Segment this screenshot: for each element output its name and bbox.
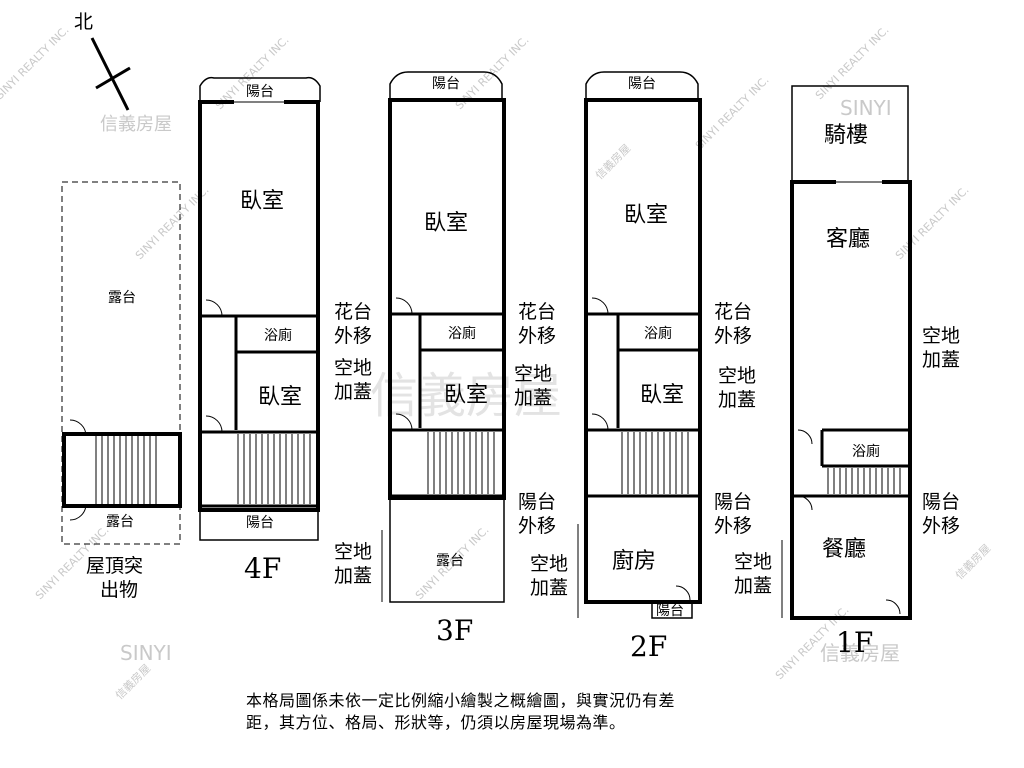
3f-note-planter-1: 花台	[518, 301, 556, 323]
4f-bedroom-small: 臥室	[258, 385, 302, 410]
3f-note-addition-2: 加蓋	[514, 387, 552, 409]
4f-balcony-top: 陽台	[246, 84, 274, 100]
3f-note-left-1: 空地	[334, 541, 372, 563]
3f-bathroom: 浴廁	[448, 325, 476, 342]
4f-balcony-bottom: 陽台	[246, 515, 274, 531]
3f-terrace: 露台	[436, 553, 464, 569]
4f-note-planter-1: 花台	[334, 301, 372, 323]
watermark-text: 信義房屋	[820, 641, 900, 665]
3f-note-balcony-2: 外移	[518, 515, 556, 537]
floor-1f: 騎樓 客廳 浴廁 餐廳 1F 空地 加蓋 陽台 外移 空地 加蓋	[734, 85, 960, 659]
4f-note-addition-2: 加蓋	[334, 381, 372, 403]
1f-note-balcony-2: 外移	[922, 515, 960, 537]
watermark-text: SINYI REALTY INC.	[0, 23, 72, 102]
4f-bathroom: 浴廁	[264, 327, 292, 344]
2f-note-planter-2: 外移	[714, 325, 752, 347]
3f-note-left-2: 加蓋	[334, 565, 372, 587]
roof-caption-line1: 屋頂突	[86, 555, 143, 577]
1f-bathroom: 浴廁	[852, 443, 880, 460]
1f-living-room: 客廳	[826, 227, 870, 252]
1f-arcade: 騎樓	[824, 123, 868, 148]
3f-note-planter-2: 外移	[518, 325, 556, 347]
watermark-text: 信義房屋	[100, 114, 172, 135]
2f-bedroom-small: 臥室	[640, 383, 684, 408]
2f-note-addition-1: 空地	[718, 365, 756, 387]
1f-note-addition-1: 空地	[922, 325, 960, 347]
floor-2f: 陽台 臥室 浴廁 臥室 廚房 陽台 2F 花台 外移 空地 加蓋 陽台 外移	[530, 71, 756, 663]
1f-note-left-1: 空地	[734, 551, 772, 573]
4f-floor-label: 4F	[244, 552, 281, 585]
watermark-text: SINYI REALTY INC.	[693, 73, 772, 152]
north-label: 北	[74, 11, 93, 33]
north-compass: 北	[74, 11, 131, 111]
2f-floor-label: 2F	[630, 630, 667, 663]
4f-note-addition-1: 空地	[334, 357, 372, 379]
2f-kitchen: 廚房	[612, 549, 656, 574]
2f-note-balcony-2: 外移	[714, 515, 752, 537]
2f-balcony-top: 陽台	[628, 76, 656, 92]
floor-3f: 陽台 臥室 浴廁 臥室 露台 3F 花台 外移 空地 加蓋 陽台 外移 空地 加…	[334, 71, 556, 647]
3f-bedroom-large: 臥室	[424, 211, 468, 236]
4f-note-planter-2: 外移	[334, 325, 372, 347]
1f-floor-label: 1F	[836, 626, 873, 659]
2f-note-balcony-1: 陽台	[714, 491, 752, 513]
1f-note-addition-2: 加蓋	[922, 349, 960, 371]
disclaimer-text: 本格局圖係未依一定比例縮小繪製之概繪圖，與實況仍有差距，其方位、格局、形狀等，仍…	[246, 691, 676, 732]
watermark-text: 信義房屋	[112, 661, 153, 702]
2f-note-planter-1: 花台	[714, 301, 752, 323]
2f-note-addition-2: 加蓋	[718, 389, 756, 411]
roof-terrace-top: 露台	[108, 290, 136, 306]
1f-note-balcony-1: 陽台	[922, 491, 960, 513]
3f-bedroom-small: 臥室	[444, 383, 488, 408]
3f-balcony-top: 陽台	[432, 76, 460, 92]
watermark-text: SINYI	[120, 641, 172, 665]
3f-note-balcony-1: 陽台	[518, 491, 556, 513]
2f-note-left-1: 空地	[530, 553, 568, 575]
watermark-text: 信義房屋	[952, 541, 993, 582]
1f-note-left-2: 加蓋	[734, 575, 772, 597]
watermark-text: 信義房屋	[592, 141, 633, 182]
3f-floor-label: 3F	[436, 614, 473, 647]
roof-structure: 露台 露台 屋頂突 出物	[61, 181, 182, 601]
roof-terrace-bottom: 露台	[106, 514, 134, 530]
1f-dining-room: 餐廳	[822, 537, 866, 562]
2f-note-left-2: 加蓋	[530, 577, 568, 599]
watermark-text: SINYI	[840, 96, 892, 120]
4f-bedroom-large: 臥室	[240, 189, 284, 214]
2f-bathroom: 浴廁	[644, 325, 672, 342]
floor-4f: 陽台 臥室 浴廁 臥室 陽台 4F 花台 外移 空地 加蓋	[198, 76, 372, 585]
watermark-text: SINYI REALTY INC.	[813, 23, 892, 102]
3f-note-addition-1: 空地	[514, 363, 552, 385]
watermark-text: SINYI REALTY INC.	[893, 183, 972, 262]
2f-bedroom-large: 臥室	[624, 203, 668, 228]
roof-caption-line2: 出物	[100, 579, 138, 601]
2f-balcony-bottom: 陽台	[656, 603, 684, 619]
